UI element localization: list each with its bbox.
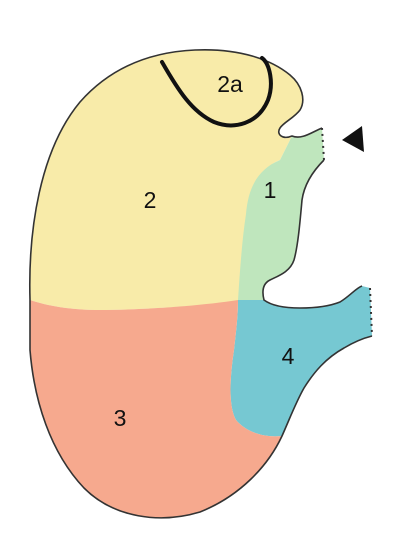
region-1-label: 1: [264, 177, 277, 203]
pointer-arrowhead: [342, 126, 364, 152]
region-4-label: 4: [282, 343, 295, 369]
region-3-label: 3: [114, 405, 127, 431]
region-2-label: 2: [144, 187, 157, 213]
region-2a-label: 2a: [217, 71, 243, 97]
